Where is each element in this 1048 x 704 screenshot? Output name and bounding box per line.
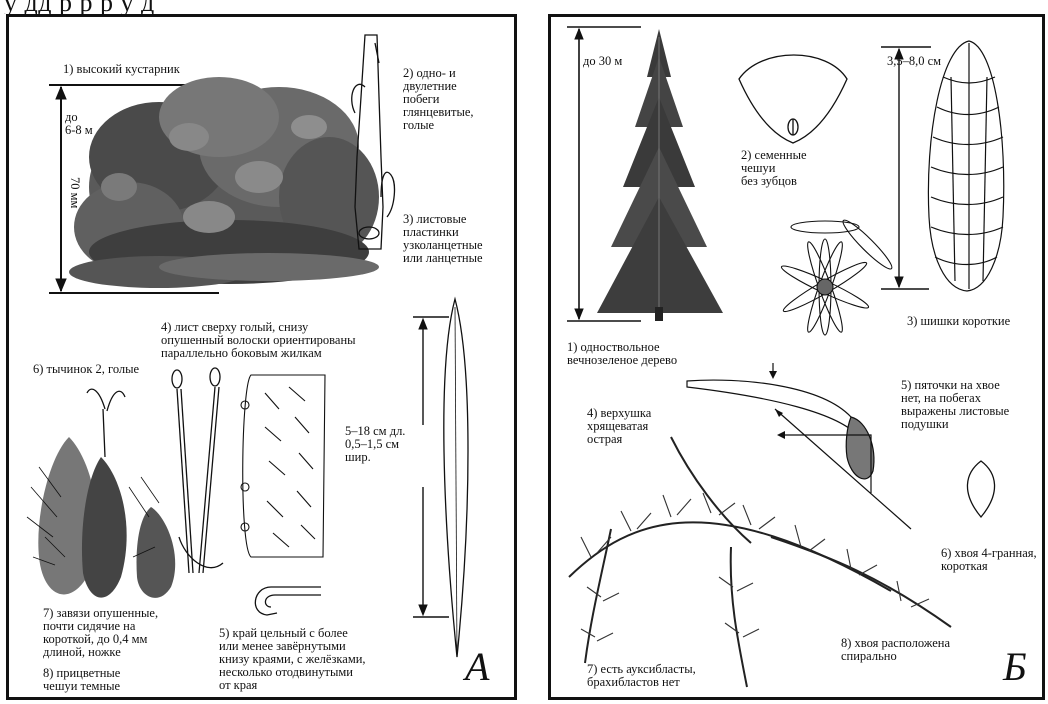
label-a3-leaf-blades: 3) листовые пластинки узколанцетные или … — [403, 213, 483, 265]
panel-a-letter: А — [465, 647, 489, 687]
leaf-size-dimension — [413, 317, 449, 617]
shrub-silhouette — [69, 77, 379, 288]
cropped-heading-text: у дд р р р у д — [4, 0, 155, 14]
label-a5-leaf-margin: 5) край цельный с более или менее завёрн… — [219, 627, 366, 692]
label-a2-shoots: 2) одно- и двулетние побеги глянцевитые,… — [403, 67, 474, 132]
cropped-heading-strip: у дд р р р у д — [0, 0, 1048, 14]
label-a8-bract-scales: 8) прицветные чешуи темные — [43, 667, 120, 693]
label-a4-leaf-hairs: 4) лист сверху голый, снизу опушенный во… — [161, 321, 356, 360]
leaf-outline — [444, 299, 468, 657]
stamens-drawing — [172, 368, 223, 573]
label-b5-needle-base: 5) пяточки на хвое нет, на побегах выраж… — [901, 379, 1009, 431]
label-a-leaf-size: 5–18 см дл. 0,5–1,5 см шир. — [345, 425, 405, 464]
spruce-cone-drawing — [928, 41, 1003, 291]
label-a-shrub-height: до 6-8 м — [65, 111, 93, 137]
panel-b-letter: Б — [1003, 647, 1027, 687]
label-b7-shoots: 7) есть ауксибласты, брахибластов нет — [587, 663, 696, 689]
leaf-edge-section — [255, 587, 321, 615]
leaf-underside-detail — [241, 375, 325, 557]
label-b2-seed-scales: 2) семенные чешуи без зубцов — [741, 149, 807, 188]
needle-tip-drawing — [687, 363, 911, 529]
needle-rosette-drawing — [779, 216, 896, 335]
cone-size-dimension — [881, 47, 931, 289]
label-b6-needle-shape: 6) хвоя 4-гранная, короткая — [941, 547, 1037, 573]
label-a7-ovaries: 7) завязи опушенные, почти сидячие на ко… — [43, 607, 158, 659]
label-a1-tall-shrub: 1) высокий кустарник — [63, 63, 180, 76]
label-a-scale-marker: 70 мм — [68, 177, 81, 208]
label-b3-cones: 3) шишки короткие — [907, 315, 1010, 328]
label-a6-stamens: 6) тычинок 2, голые — [33, 363, 139, 376]
label-b-cone-size: 3,5–8,0 см — [887, 55, 941, 68]
label-b4-needle-tip: 4) верхушка хрящеватая острая — [587, 407, 651, 446]
seed-scale-drawing — [739, 55, 847, 143]
branch-needles — [581, 493, 929, 641]
needle-cross-section — [967, 461, 994, 517]
spruce-tree-silhouette — [597, 29, 723, 321]
panel-b-spruce: до 30 м 2) семенные чешуи без зубцов 3,5… — [548, 14, 1045, 700]
label-b-tree-height: до 30 м — [583, 55, 622, 68]
panel-a-willow: 1) высокий кустарник до 6-8 м 70 мм 2) о… — [6, 14, 517, 700]
label-b8-needle-arrangement: 8) хвоя расположена спирально — [841, 637, 950, 663]
label-b1-tree: 1) одноствольное вечнозеленое дерево — [567, 341, 677, 367]
